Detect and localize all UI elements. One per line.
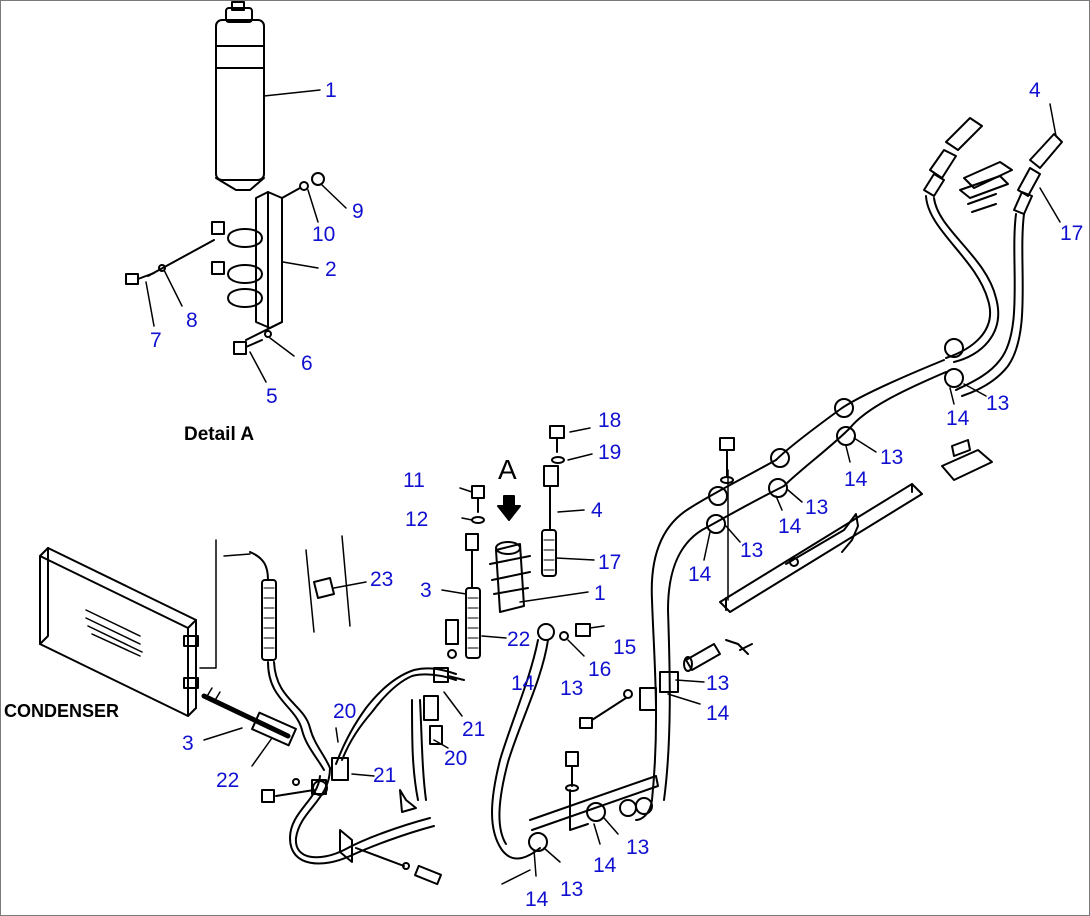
callout-9: 9 <box>352 200 364 223</box>
view-a-letter: A <box>498 454 517 485</box>
receiver-dryer-detail <box>125 1 347 383</box>
callout-13-g: 13 <box>560 878 584 901</box>
callout-18: 18 <box>598 409 622 432</box>
callout-15: 15 <box>613 636 637 659</box>
callout-13-c: 13 <box>805 496 829 519</box>
label-sheet-23 <box>305 535 367 633</box>
callout-1-detail: 1 <box>325 79 337 102</box>
detail-a-caption: Detail A <box>184 424 255 445</box>
callout-13-e: 13 <box>706 672 730 695</box>
hose-right-main <box>501 398 923 885</box>
callout-14-c: 14 <box>778 515 802 538</box>
callout-22-center: 22 <box>507 628 531 651</box>
callout-21-center: 21 <box>462 718 486 741</box>
hose-condenser-top <box>249 551 331 771</box>
callout-14-a: 14 <box>946 407 970 430</box>
callout-3-center: 3 <box>420 579 432 602</box>
callout-17-center: 17 <box>598 551 622 574</box>
callout-1-center: 1 <box>594 582 606 605</box>
callout-20-left: 20 <box>333 700 357 723</box>
callout-13-b: 13 <box>880 446 904 469</box>
callout-13-f: 13 <box>626 836 650 859</box>
callout-19: 19 <box>598 441 622 464</box>
callout-12: 12 <box>405 508 429 531</box>
callout-4-right: 4 <box>1029 79 1041 102</box>
callout-14-f: 14 <box>593 854 617 877</box>
callout-20-center: 20 <box>444 747 468 770</box>
callout-14-g: 14 <box>525 888 549 911</box>
callout-4-center: 4 <box>591 499 603 522</box>
callout-13-center: 13 <box>560 677 584 700</box>
callout-10: 10 <box>312 223 336 246</box>
callout-16: 16 <box>588 658 612 681</box>
callout-7: 7 <box>150 329 162 352</box>
callout-21-left: 21 <box>373 764 397 787</box>
hose-loop-lower-left <box>261 667 465 886</box>
callout-8: 8 <box>186 309 198 332</box>
callout-17-right: 17 <box>1060 222 1084 245</box>
callout-14-e: 14 <box>706 702 730 725</box>
callout-14-center: 14 <box>511 672 535 695</box>
callout-3-left: 3 <box>182 732 194 755</box>
callout-11: 11 <box>403 469 425 492</box>
callout-14-b: 14 <box>844 468 868 491</box>
hose-upper-right <box>775 103 1063 487</box>
callout-6: 6 <box>301 352 313 375</box>
callout-13-d: 13 <box>740 539 764 562</box>
callout-14-d: 14 <box>688 563 712 586</box>
condenser-caption: CONDENSER <box>4 701 120 721</box>
callout-13-a: 13 <box>986 392 1010 415</box>
callout-22-left: 22 <box>216 769 240 792</box>
callout-5: 5 <box>266 385 278 408</box>
callout-2: 2 <box>325 258 337 281</box>
receiver-center-assembly <box>441 425 605 860</box>
callout-23: 23 <box>370 568 394 591</box>
condenser-drawing <box>39 539 297 767</box>
